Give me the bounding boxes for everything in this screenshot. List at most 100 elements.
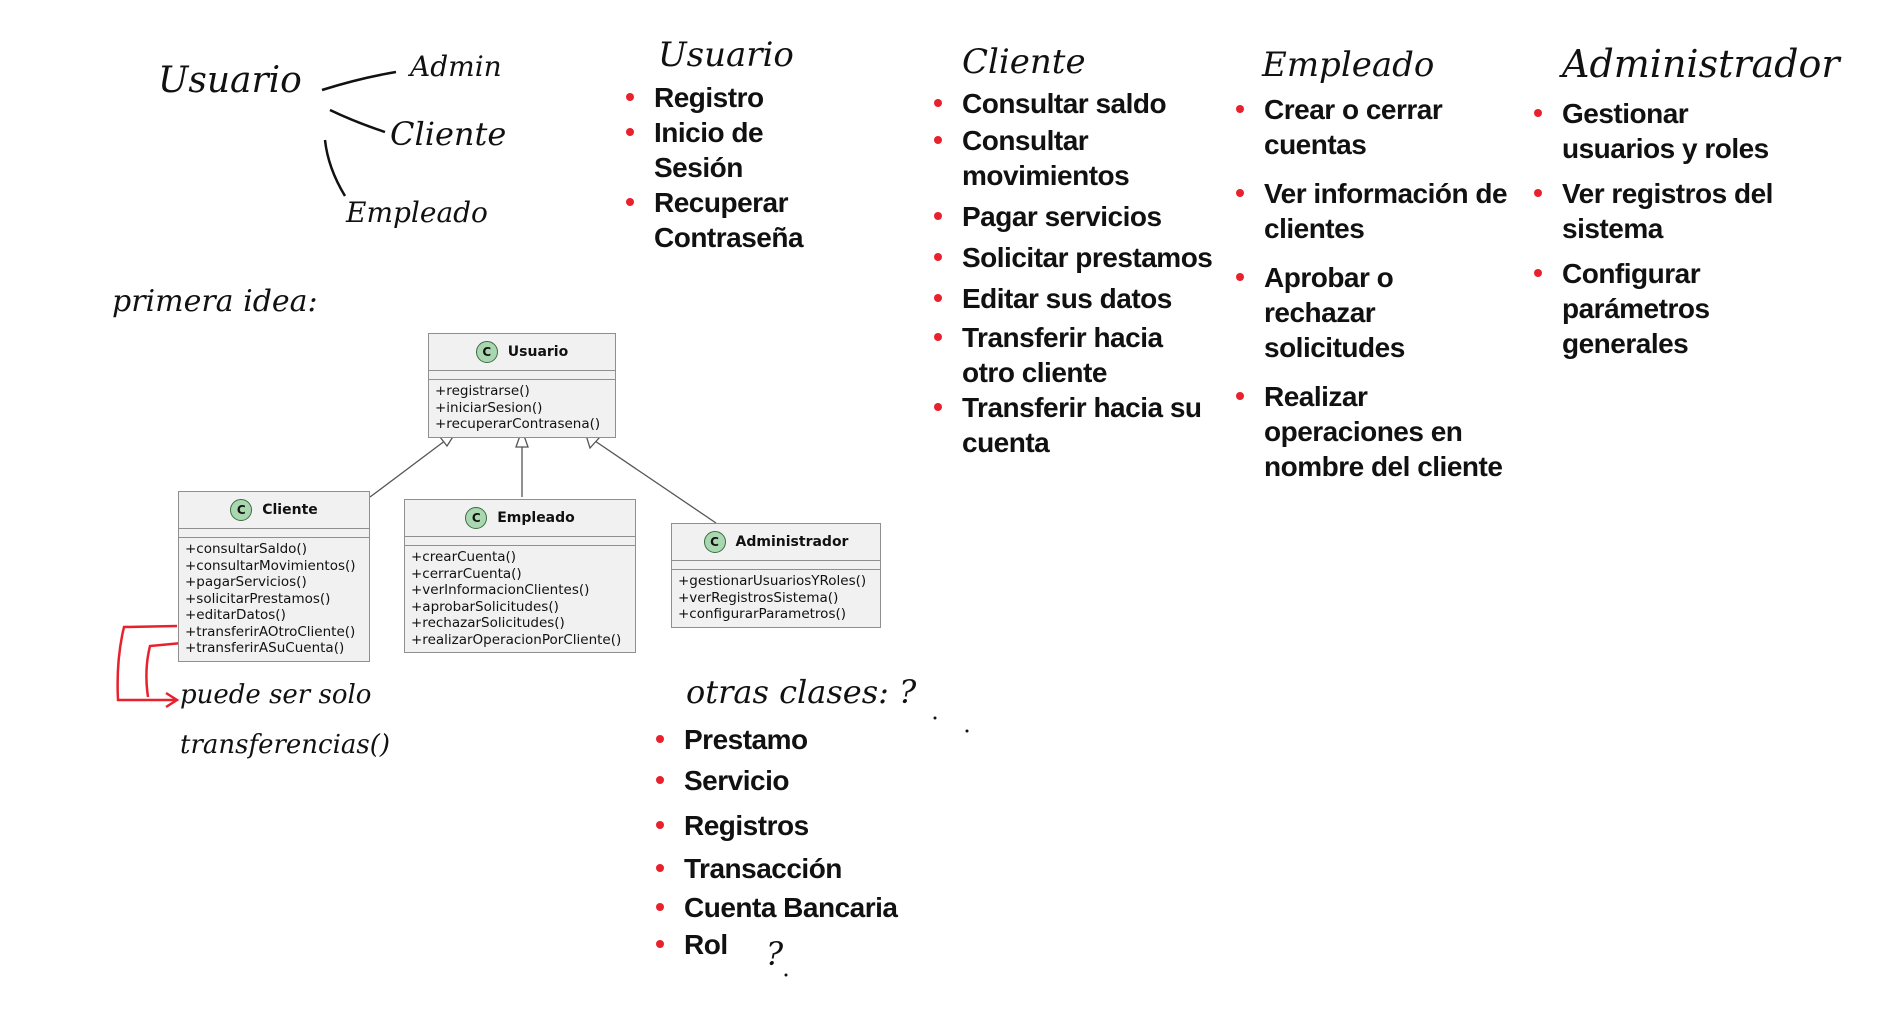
bullet-icon	[934, 136, 942, 144]
uml-class-name: Cliente	[262, 502, 318, 518]
uml-class-usuario: C Usuario +registrarse() +iniciarSesion()…	[428, 333, 616, 438]
rol-question-mark: ?	[766, 935, 784, 973]
uml-operation: +cerrarCuenta()	[411, 565, 522, 582]
list-item: Recuperar Contraseña	[622, 185, 852, 255]
list-item: Registros	[652, 808, 912, 843]
list-item: Crear o cerrar cuentas	[1232, 92, 1532, 162]
hierarchy-root: Usuario	[158, 60, 302, 101]
column-usuario-list: Registro Inicio de Sesión Recuperar Cont…	[622, 80, 852, 255]
sketch-line-admin	[321, 70, 397, 92]
bullet-icon	[934, 403, 942, 411]
list-item: Realizar operaciones en nombre del clien…	[1232, 379, 1532, 484]
list-item: Aprobar o rechazar solicitudes	[1232, 260, 1532, 365]
column-title-usuario: Usuario	[658, 35, 794, 75]
bullet-icon	[1534, 189, 1542, 197]
uml-class-header: C Cliente	[179, 492, 369, 529]
bullet-icon	[934, 294, 942, 302]
column-empleado-list: Crear o cerrar cuentas Ver información d…	[1232, 92, 1532, 484]
list-item: Ver información de clientes	[1232, 176, 1532, 246]
bullet-icon	[656, 903, 664, 911]
list-item: Ver registros del sistema	[1530, 176, 1830, 246]
list-item: Configurar parámetros generales	[1530, 256, 1830, 361]
uml-operation: +editarDatos()	[185, 607, 286, 623]
list-item: Rol	[652, 927, 912, 962]
uml-operations: +crearCuenta() +cerrarCuenta() +verInfor…	[405, 546, 635, 652]
otras-clases-list: Prestamo Servicio Registros Transacción …	[652, 722, 912, 962]
bullet-icon	[1534, 109, 1542, 117]
bullet-icon	[626, 128, 634, 136]
bullet-icon	[626, 198, 634, 206]
uml-operation: +registrarse()	[435, 383, 530, 399]
list-item: Prestamo	[652, 722, 912, 757]
bullet-icon	[656, 864, 664, 872]
note-arrow	[116, 624, 183, 709]
note-line-1: puede ser solo	[180, 680, 372, 710]
hierarchy-child-admin: Admin	[410, 50, 502, 83]
bullet-icon	[656, 821, 664, 829]
uml-operations: +gestionarUsuariosYRoles() +verRegistros…	[672, 570, 880, 627]
uml-class-name: Administrador	[735, 534, 849, 550]
uml-operation: +consultarMovimientos()	[185, 557, 356, 574]
uml-operation: +rechazarSolicitudes()	[411, 615, 565, 631]
list-item: Editar sus datos	[930, 281, 1220, 316]
uml-operation: +aprobarSolicitudes()	[411, 598, 559, 615]
bullet-icon	[1236, 273, 1244, 281]
hierarchy-child-empleado: Empleado	[346, 196, 488, 229]
uml-operation: +verInformacionClientes()	[411, 582, 590, 598]
uml-attributes-section	[405, 537, 635, 546]
uml-operation: +recuperarContrasena()	[435, 416, 601, 432]
note-line-2: transferencias()	[180, 730, 391, 760]
class-icon: C	[703, 531, 726, 553]
bullet-icon	[934, 333, 942, 341]
class-icon: C	[230, 499, 253, 521]
uml-operation: +transferirASuCuenta()	[185, 640, 345, 656]
otras-clases-title: otras clases: ?	[686, 673, 917, 711]
bullet-icon	[1236, 105, 1244, 113]
bullet-icon	[626, 93, 634, 101]
bullet-icon	[656, 735, 664, 743]
uml-attributes-section	[429, 371, 615, 380]
uml-class-empleado: C Empleado +crearCuenta() +cerrarCuenta()…	[404, 499, 636, 653]
bullet-icon	[656, 776, 664, 784]
list-item: Pagar servicios	[930, 199, 1220, 234]
uml-class-administrador: C Administrador +gestionarUsuariosYRoles(…	[671, 523, 881, 628]
list-item: Consultar saldo	[930, 86, 1220, 121]
uml-class-name: Empleado	[497, 510, 575, 526]
bullet-icon	[934, 253, 942, 261]
bullet-icon	[934, 99, 942, 107]
uml-class-header: C Usuario	[429, 334, 615, 371]
column-cliente-list: Consultar saldo Consultar movimientos Pa…	[930, 86, 1220, 460]
uml-operation: +iniciarSesion()	[435, 399, 543, 416]
column-title-administrador: Administrador	[1562, 42, 1840, 86]
uml-operation: +crearCuenta()	[411, 549, 517, 565]
uml-class-name: Usuario	[507, 344, 569, 360]
list-item: Transacción	[652, 851, 912, 886]
bullet-icon	[656, 940, 664, 948]
sketch-line-cliente	[329, 108, 386, 134]
bullet-icon	[934, 212, 942, 220]
list-item: Transferir hacia su cuenta	[930, 390, 1220, 460]
column-title-empleado: Empleado	[1262, 45, 1435, 85]
uml-operation: +pagarServicios()	[185, 574, 307, 590]
list-item: Transferir hacia otro cliente	[930, 320, 1220, 390]
list-item: Cuenta Bancaria	[652, 890, 912, 925]
list-item: Inicio de Sesión	[622, 115, 852, 185]
primera-idea-label: primera idea:	[112, 284, 318, 319]
uml-class-header: C Empleado	[405, 500, 635, 537]
hierarchy-child-cliente: Cliente	[390, 115, 507, 153]
uml-operations: +consultarSaldo() +consultarMovimientos(…	[179, 538, 369, 661]
uml-attributes-section	[672, 561, 880, 570]
uml-operation: +transferirAOtroCliente()	[185, 623, 356, 640]
sketch-line-empleado	[323, 139, 347, 197]
bullet-icon	[1236, 392, 1244, 400]
list-item: Servicio	[652, 763, 912, 798]
list-item: Gestionar usuarios y roles	[1530, 96, 1830, 166]
list-item: Consultar movimientos	[930, 123, 1220, 193]
class-icon: C	[465, 507, 488, 529]
column-administrador-list: Gestionar usuarios y roles Ver registros…	[1530, 96, 1830, 361]
column-title-cliente: Cliente	[962, 42, 1086, 82]
class-icon: C	[475, 341, 498, 363]
list-item: Solicitar prestamos	[930, 240, 1220, 275]
bullet-icon	[1534, 269, 1542, 277]
list-item: Registro	[622, 80, 852, 115]
